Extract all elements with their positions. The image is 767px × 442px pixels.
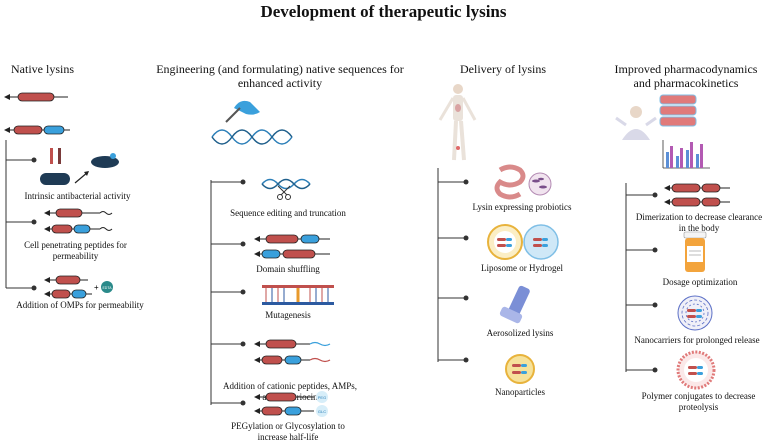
label-dosage: Dosage optimization <box>662 277 738 287</box>
native-lysin-construct <box>4 92 68 102</box>
domain-shuffling-constructs <box>254 234 330 259</box>
label-aerosolized: Aerosolized lysins <box>486 328 554 338</box>
svg-text:EDTA: EDTA <box>102 286 112 290</box>
bar-chart-icon <box>662 140 710 169</box>
label-liposome: Liposome or Hydrogel <box>481 263 563 273</box>
human-body-icon <box>438 84 477 161</box>
polymer-conjugate-icon <box>676 350 716 390</box>
liposome-icon <box>487 224 523 260</box>
label-polymer-conjugates: Polymer conjugates to decrease proteolys… <box>641 391 756 412</box>
header-engineering: Engineering (and formulating) native seq… <box>156 62 404 90</box>
test-tubes-icon <box>50 148 61 164</box>
svg-text:PEG: PEG <box>318 395 326 400</box>
cationic-peptide-constructs <box>254 339 331 365</box>
two-domain-lysin-construct <box>4 125 70 135</box>
dna-scissors-icon <box>261 178 311 200</box>
edta-badge-icon: EDTA <box>101 281 113 293</box>
pharmacodynamics-connector <box>625 183 655 372</box>
label-nanocarriers: Nanocarriers for prolonged release <box>634 335 760 345</box>
svg-text:GLC: GLC <box>318 409 326 414</box>
svg-text:+: + <box>94 283 99 292</box>
hand-pen-icon <box>225 100 260 123</box>
hydrogel-icon <box>523 224 559 260</box>
inhaler-icon <box>499 285 530 324</box>
nanoparticle-icon <box>505 354 535 384</box>
label-pegylation: PEGylation or Glycosylation to increase … <box>231 421 345 442</box>
intestine-icon <box>494 164 526 200</box>
omp-lysin-constructs: + <box>44 275 99 299</box>
engineering-connector <box>210 180 243 405</box>
cpp-lysin-constructs <box>44 208 113 234</box>
label-intrinsic-activity: Intrinsic antibacterial activity <box>24 191 131 201</box>
nanocarrier-icon <box>677 295 713 331</box>
header-native-lysins: Native lysins <box>11 62 74 76</box>
probiotic-bacteria-icon <box>528 172 552 196</box>
label-domain-shuffling: Domain shuffling <box>256 264 320 274</box>
page-title: Development of therapeutic lysins <box>260 2 507 21</box>
pill-bottle-icon <box>683 231 707 272</box>
header-delivery: Delivery of lysins <box>460 62 546 76</box>
delivery-connector <box>437 168 466 362</box>
label-sequence-editing: Sequence editing and truncation <box>230 208 346 218</box>
label-cell-penetrating: Cell penetrating peptides for permeabili… <box>24 240 127 261</box>
mutagenesis-dna-icon <box>262 285 334 305</box>
flask-stack-icon <box>659 94 697 127</box>
label-nanoparticles: Nanoparticles <box>495 387 545 397</box>
researcher-icon <box>615 106 657 140</box>
label-probiotics: Lysin expressing probiotics <box>472 202 572 212</box>
label-mutagenesis: Mutagenesis <box>265 310 311 320</box>
dna-icon <box>211 129 293 145</box>
dimer-constructs <box>664 183 730 207</box>
pegylation-constructs: PEG GLC <box>254 391 328 417</box>
label-omps: Addition of OMPs for permeability <box>16 300 144 310</box>
native-lysins-connector <box>5 140 34 289</box>
label-dimerization: Dimerization to decrease clearance in th… <box>635 212 763 233</box>
bacteria-icon <box>40 153 119 185</box>
header-pharmacodynamics: Improved pharmacodynamics and pharmacoki… <box>614 62 758 90</box>
